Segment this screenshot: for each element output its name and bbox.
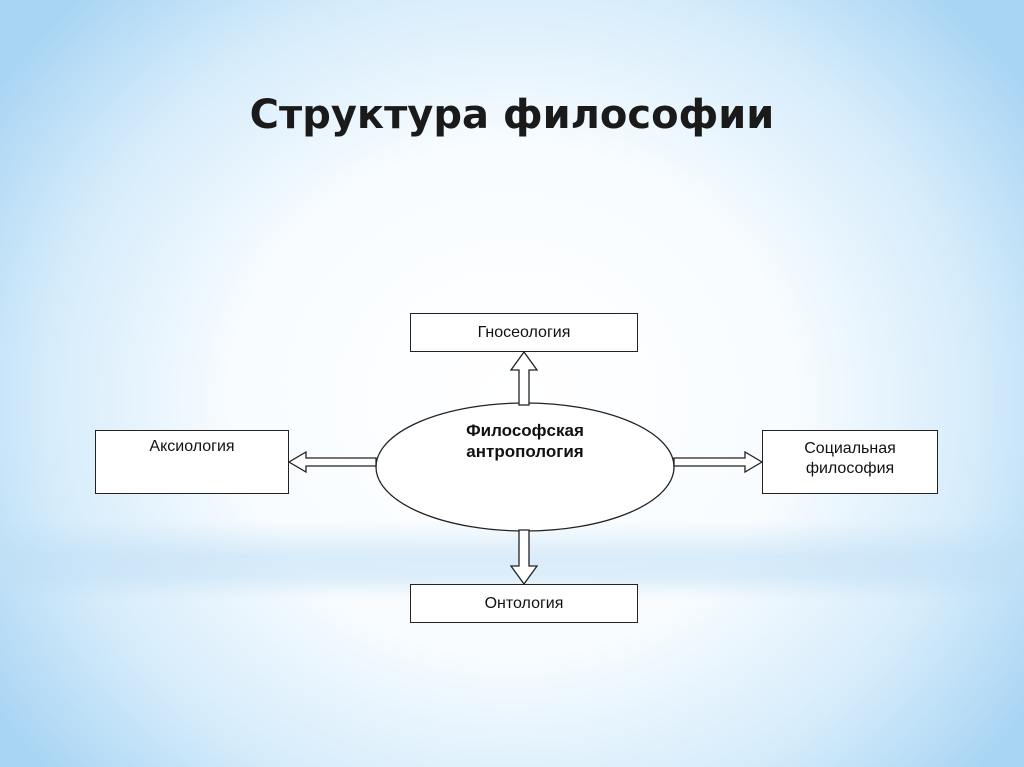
- node-axiology: Аксиология: [95, 430, 289, 494]
- arrow-up: [509, 350, 539, 406]
- node-label: Гносеология: [477, 324, 571, 341]
- slide-title: Структура философии: [249, 92, 775, 138]
- node-ontology: Онтология: [410, 584, 638, 623]
- node-label: Онтология: [484, 595, 564, 612]
- center-line1: Философская: [466, 421, 584, 440]
- node-label: Аксиология: [149, 438, 235, 455]
- node-label-line1: Социальная: [804, 440, 896, 457]
- center-node: Философская антропология: [376, 420, 674, 462]
- arrow-left: [287, 450, 377, 474]
- node-label-line2: философия: [805, 460, 895, 477]
- center-line2: антропология: [466, 442, 584, 461]
- arrow-down: [509, 529, 539, 586]
- arrow-right: [673, 450, 764, 474]
- node-social-philosophy: Социальная философия: [762, 430, 938, 494]
- node-gnoseology: Гносеология: [410, 313, 638, 352]
